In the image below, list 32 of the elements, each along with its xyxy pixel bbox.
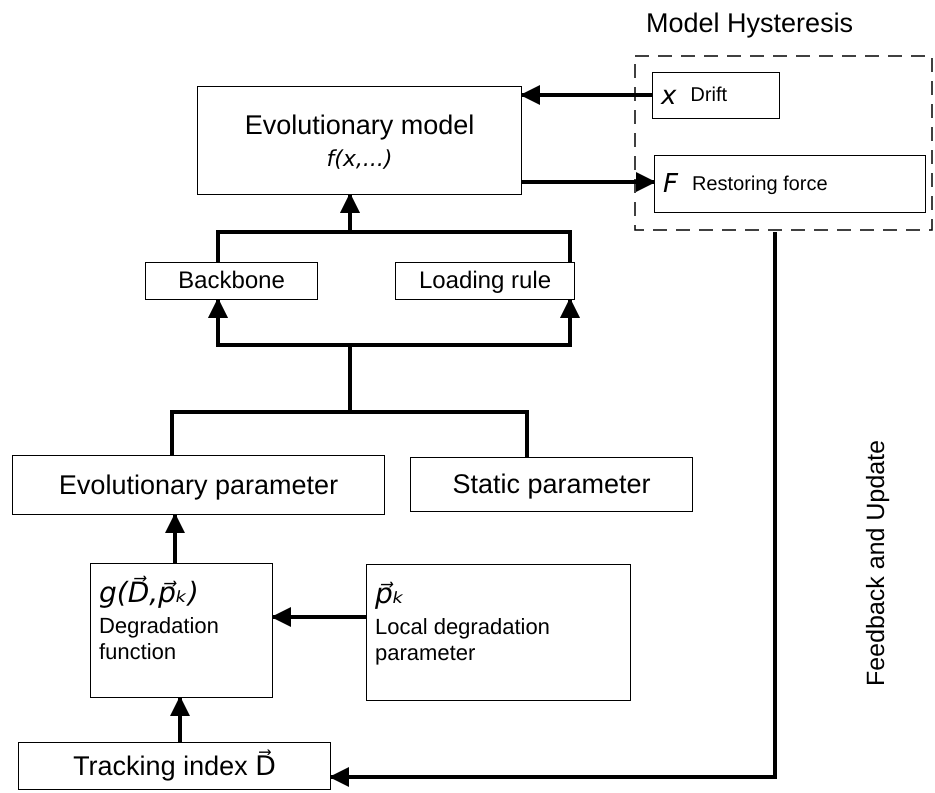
process-box [654, 155, 926, 213]
math-formula: p⃗ₖ [375, 577, 405, 610]
node-label: Static parameter [452, 469, 651, 500]
process-box [18, 742, 331, 790]
node-label: Degradation function [99, 613, 220, 665]
node-label: Backbone [178, 267, 285, 295]
process-box [410, 457, 693, 512]
math-symbol: F [663, 169, 678, 199]
math-formula: f(x,...) [326, 146, 392, 172]
node-label: Loading rule [418, 267, 552, 295]
arrow [165, 513, 185, 563]
math-formula: g(D⃗,p⃗ₖ) [99, 576, 199, 609]
group-title: Model Hysteresis [646, 8, 854, 39]
arrow [520, 85, 652, 105]
node-label: Drift [690, 84, 728, 107]
arrow [170, 696, 190, 742]
process-box [395, 262, 575, 300]
arrow [329, 232, 777, 787]
process-box [12, 455, 385, 515]
node-label: Restoring force [692, 172, 828, 196]
math-symbol: x [661, 80, 676, 110]
arrow [522, 172, 656, 192]
arrow [271, 607, 366, 627]
process-box [366, 564, 631, 701]
node-label: Evolutionary parameter [58, 470, 338, 500]
process-box [197, 86, 522, 195]
process-box [90, 563, 273, 698]
node-label: Evolutionary model [244, 110, 474, 140]
process-box [652, 72, 780, 119]
node-label: Tracking index D⃗ [73, 750, 276, 782]
process-box [145, 262, 318, 300]
node-label: Local degradation parameter [375, 614, 551, 666]
